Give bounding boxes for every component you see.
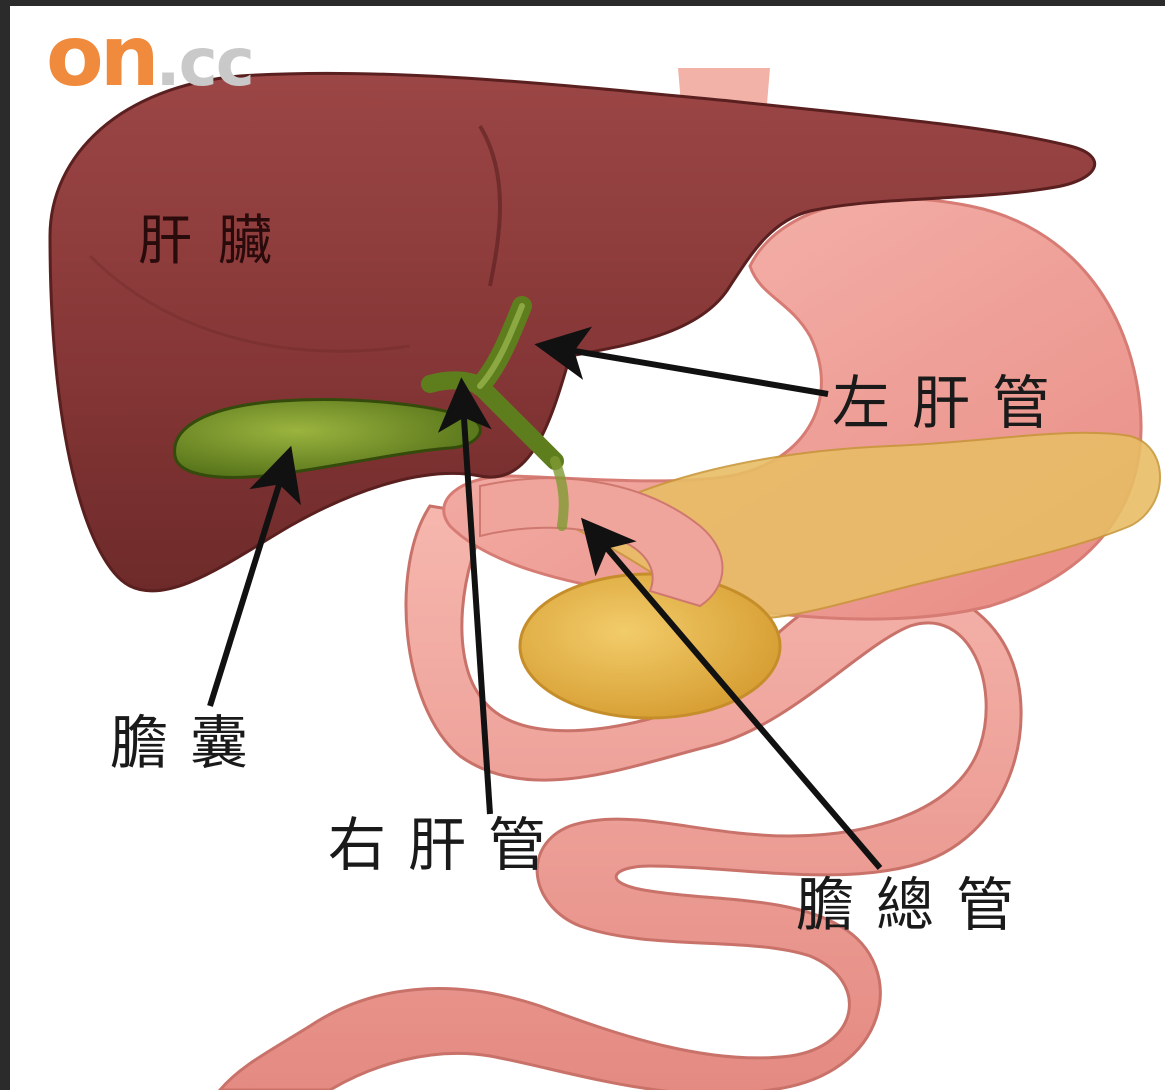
diagram-frame: on.cc 肝臟 左肝管 膽囊 右肝管 膽總管 [10, 6, 1165, 1090]
label-right-hepatic-duct: 右肝管 [328, 816, 568, 874]
label-common-bile-duct: 膽總管 [796, 876, 1036, 934]
logo-main-text: on [46, 7, 156, 105]
label-liver: 肝臟 [138, 214, 298, 268]
oncc-logo: on.cc [46, 14, 253, 98]
logo-suffix-text: .cc [156, 24, 253, 101]
label-left-hepatic-duct: 左肝管 [832, 374, 1072, 432]
label-gallbladder: 膽囊 [110, 714, 270, 772]
arrow-left-hepatic-duct [545, 346, 828, 394]
